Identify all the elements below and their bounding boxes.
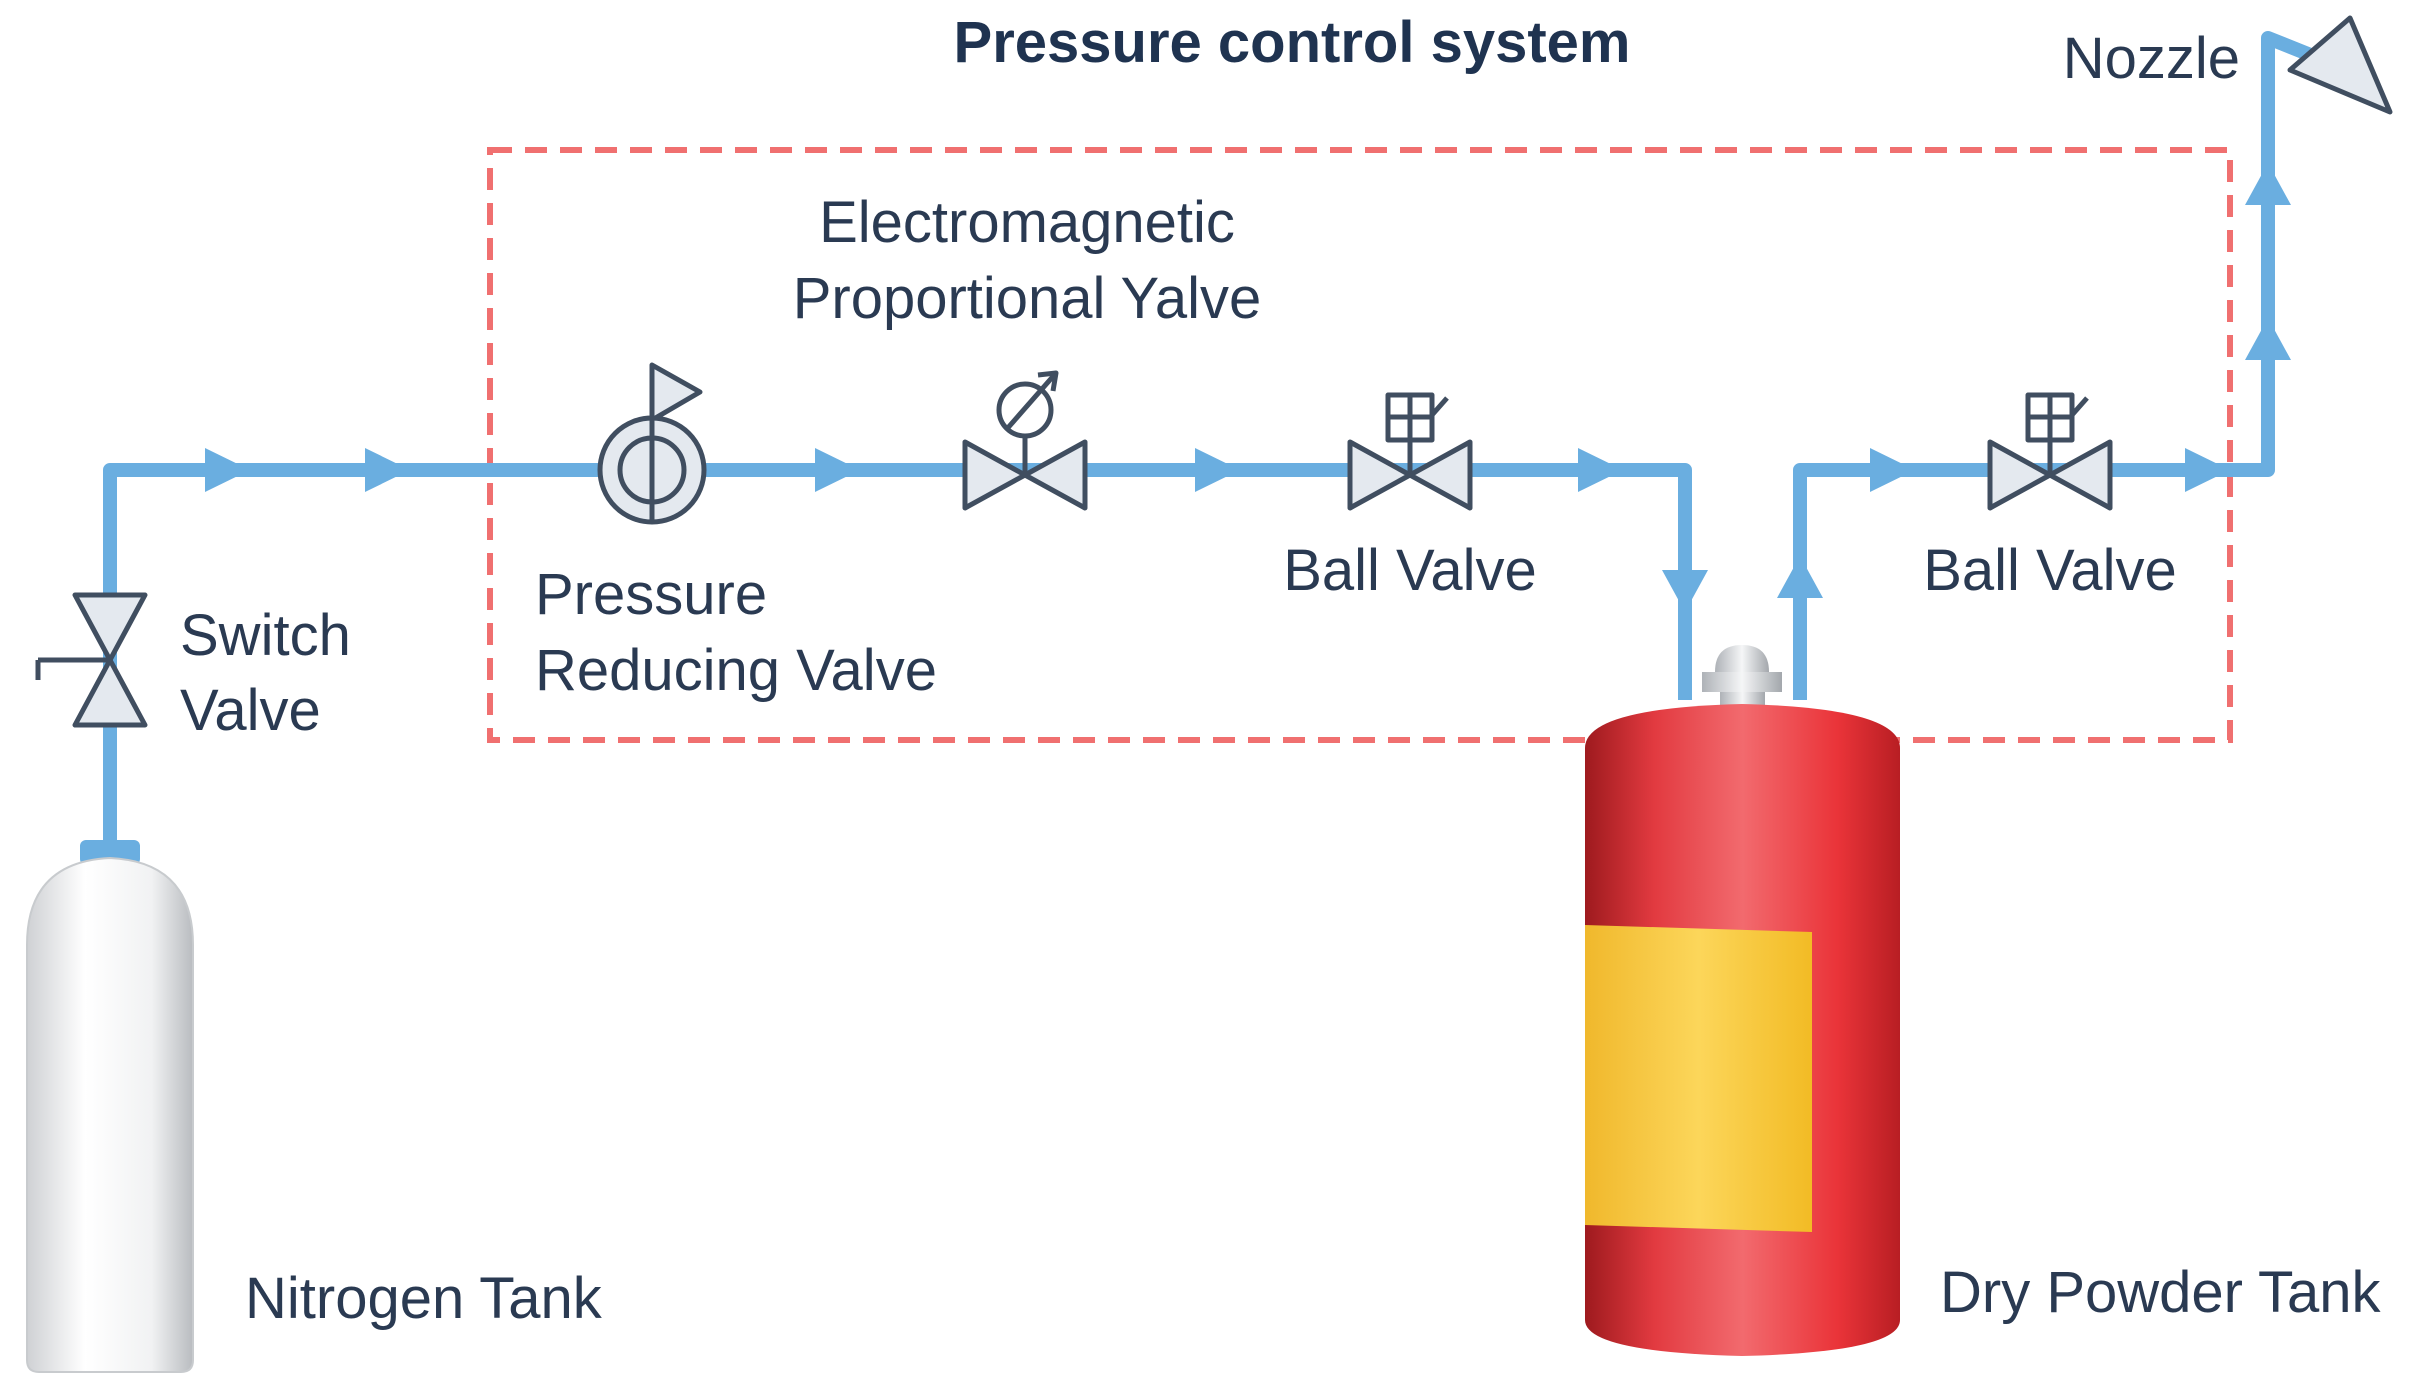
- nitrogen-tank-icon: [26, 840, 194, 1373]
- flow-arrow-right: [1578, 448, 1623, 492]
- pressure-reducing-label-line1: Pressure: [535, 562, 767, 627]
- ball-valve-2-label: Ball Valve: [1923, 538, 2177, 603]
- nozzle-label: Nozzle: [2063, 26, 2240, 91]
- pipe-network: [103, 31, 2321, 845]
- dry-powder-tank-label: Dry Powder Tank: [1940, 1260, 2382, 1325]
- flow-arrow-right: [2185, 448, 2230, 492]
- flow-arrow-right: [1195, 448, 1240, 492]
- em-valve-label-line2: Proportional Yalve: [793, 266, 1262, 331]
- flow-arrow-up: [2245, 163, 2291, 205]
- pressure-reducing-label-line2: Reducing Valve: [535, 638, 937, 703]
- ball-valve-1-label: Ball Valve: [1283, 538, 1537, 603]
- switch-valve-label-line2: Valve: [180, 678, 321, 743]
- flow-arrows: [205, 163, 2291, 612]
- flow-arrow-down: [1662, 570, 1708, 612]
- flow-arrow-right: [365, 448, 410, 492]
- flow-arrow-up: [2245, 318, 2291, 360]
- switch-valve-label-line1: Switch: [180, 603, 351, 668]
- ball-valve-2-icon: [1987, 392, 2113, 511]
- nozzle-icon: [2287, 15, 2393, 115]
- nitrogen-tank-label: Nitrogen Tank: [245, 1266, 603, 1331]
- em-valve-label-line1: Electromagnetic: [819, 190, 1235, 255]
- flow-arrow-right: [1870, 448, 1915, 492]
- flow-arrow-right: [205, 448, 250, 492]
- ball-valve-1-icon: [1347, 392, 1473, 511]
- flow-arrow-right: [815, 448, 860, 492]
- electromagnetic-proportional-valve-icon: [962, 370, 1088, 511]
- diagram-title: Pressure control system: [954, 10, 1631, 75]
- dry-powder-tank-icon: [1585, 645, 1900, 1356]
- system-boundary: [487, 147, 2233, 743]
- pressure-reducing-valve-icon: [597, 362, 707, 525]
- flow-arrow-up: [1777, 556, 1823, 598]
- switch-valve-icon: [35, 592, 148, 728]
